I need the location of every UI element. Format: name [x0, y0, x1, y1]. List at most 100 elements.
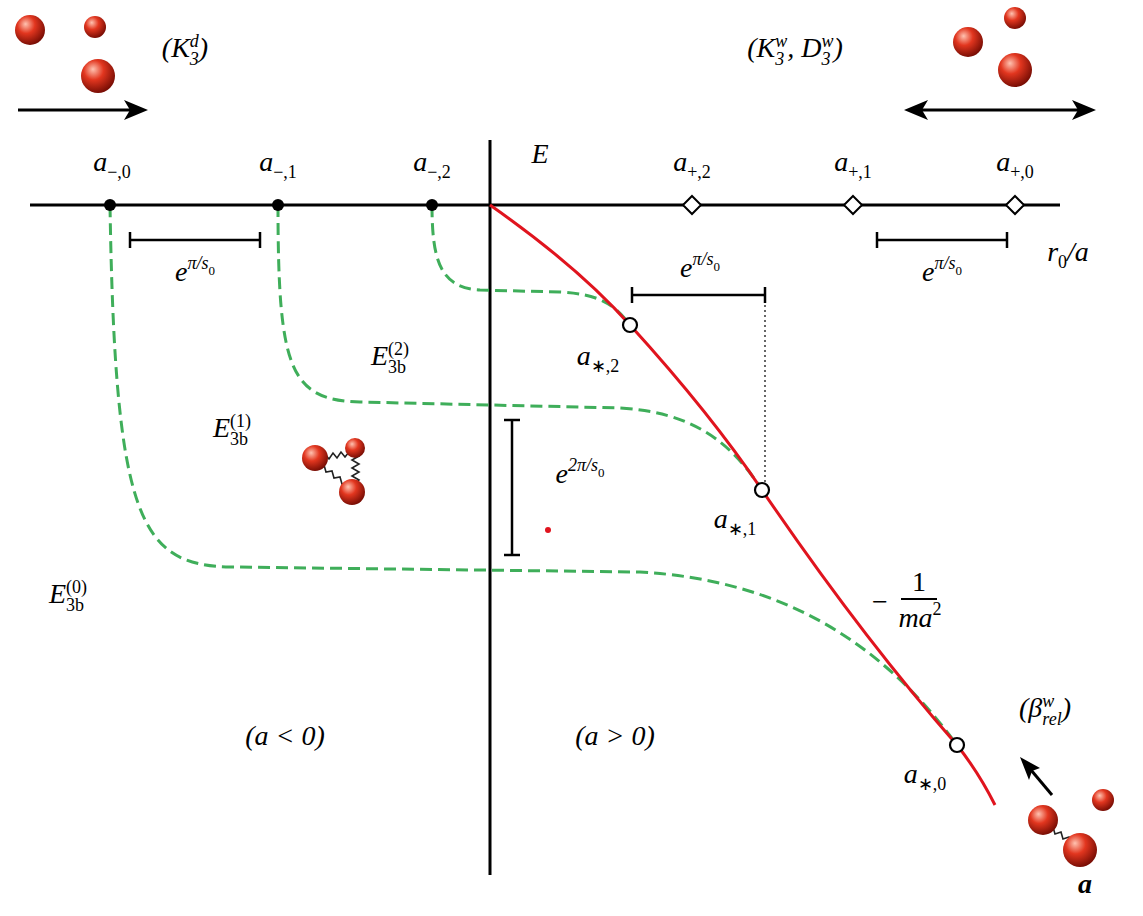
subscript: ∗,0 [918, 774, 947, 794]
symbol: a [673, 146, 687, 177]
math-label: E(0)3b [49, 578, 87, 614]
math-label: E [531, 140, 548, 168]
subscript: +,2 [687, 162, 711, 182]
superscript: π/s [692, 249, 713, 269]
resonance-dot [104, 199, 438, 211]
math-label: a∗,0 [904, 760, 947, 788]
math-label: a−,1 [259, 148, 297, 176]
script-stack: w3 [821, 32, 833, 68]
math-label: a∗,2 [577, 342, 620, 370]
math-label: r0/a [1047, 238, 1089, 266]
fraction-bar [901, 598, 937, 600]
subscript: 0 [955, 263, 962, 278]
superscript: (1) [230, 412, 251, 430]
subscript: 3 [775, 50, 787, 68]
script-stack: (2)3b [388, 340, 409, 376]
math-label: a+,1 [834, 148, 872, 176]
superscript: (2) [388, 340, 409, 358]
symbol: E [213, 412, 230, 443]
superscript: w [775, 32, 787, 50]
subscript: −,1 [273, 162, 297, 182]
math-label: (βwrel) [1019, 692, 1071, 728]
math-label: eπ/s0 [922, 258, 962, 286]
symbol: a [904, 758, 918, 789]
minimum-diamond [683, 196, 1024, 214]
subscript: rel [1042, 710, 1061, 728]
math-label: a [1078, 870, 1092, 898]
subscript: 0 [208, 263, 215, 278]
subscript: 3b [230, 430, 251, 448]
math-label: a−,0 [93, 148, 131, 176]
guide-line [764, 300, 765, 482]
trimer-branch [110, 205, 957, 745]
small-dot [545, 527, 551, 533]
superscript: π/s [187, 253, 208, 273]
subscript: +,1 [848, 162, 872, 182]
math-label: (Kw3, Dw3) [747, 32, 843, 68]
symbol: (β [1019, 692, 1042, 723]
subscript: 0 [598, 465, 605, 480]
subscript: +,0 [1010, 162, 1034, 182]
symbol: a [714, 503, 728, 534]
math-label: eπ/s0 [175, 258, 215, 286]
symbol: (a < 0) [245, 720, 325, 751]
subscript: 0 [713, 259, 720, 274]
atom [15, 7, 1114, 867]
script-stack: (1)3b [230, 412, 251, 448]
symbol: , D [787, 32, 821, 63]
symbol: (K [162, 32, 190, 63]
math-label: (a < 0) [245, 722, 325, 750]
subscript: 0 [1058, 252, 1067, 272]
symbol: /a [1067, 236, 1089, 267]
superscript: w [821, 32, 833, 50]
symbol: ) [1062, 692, 1071, 723]
subscript: −,0 [107, 162, 131, 182]
symbol: a [577, 340, 591, 371]
symbol: a [93, 146, 107, 177]
subscript: 3b [66, 596, 87, 614]
symbol: e [680, 252, 692, 283]
script-stack: d3 [190, 32, 199, 68]
symbol: a [996, 146, 1010, 177]
dimer-threshold [490, 205, 995, 805]
symbol: E [531, 138, 548, 169]
symbol: E [371, 340, 388, 371]
arrow [18, 100, 1096, 795]
math-label: eπ/s0 [680, 254, 720, 282]
threshold-circle [623, 318, 964, 752]
superscript: 2π/s [568, 455, 598, 475]
math-label: a∗,1 [714, 505, 757, 533]
energy-axis [489, 140, 492, 875]
superscript: d [190, 32, 199, 50]
symbol: (K [747, 32, 775, 63]
subscript: 3 [190, 50, 199, 68]
symbol: − [872, 586, 888, 617]
math-label: a+,2 [673, 148, 711, 176]
subscript: 3 [821, 50, 833, 68]
period-bracket [130, 232, 1007, 555]
superscript: π/s [934, 253, 955, 273]
symbol: e [556, 458, 568, 489]
symbol: E [49, 578, 66, 609]
math-label: 1 [912, 568, 926, 596]
symbol: a [259, 146, 273, 177]
math-label: − [872, 588, 888, 616]
symbol: e [175, 256, 187, 287]
math-label: a−,2 [413, 148, 451, 176]
superscript: w [1042, 692, 1061, 710]
symbol: ) [833, 32, 842, 63]
math-label: (Kd3) [162, 32, 208, 68]
spring [317, 452, 1071, 844]
script-stack: wrel [1042, 692, 1061, 728]
math-label: a+,0 [996, 148, 1034, 176]
symbol: a [1078, 868, 1092, 899]
subscript: −,2 [427, 162, 451, 182]
superscript: (0) [66, 578, 87, 596]
math-label: (a > 0) [575, 722, 655, 750]
symbol: a [413, 146, 427, 177]
symbol: (a > 0) [575, 720, 655, 751]
symbol: ) [199, 32, 208, 63]
symbol: e [922, 256, 934, 287]
math-label: E(2)3b [371, 340, 409, 376]
